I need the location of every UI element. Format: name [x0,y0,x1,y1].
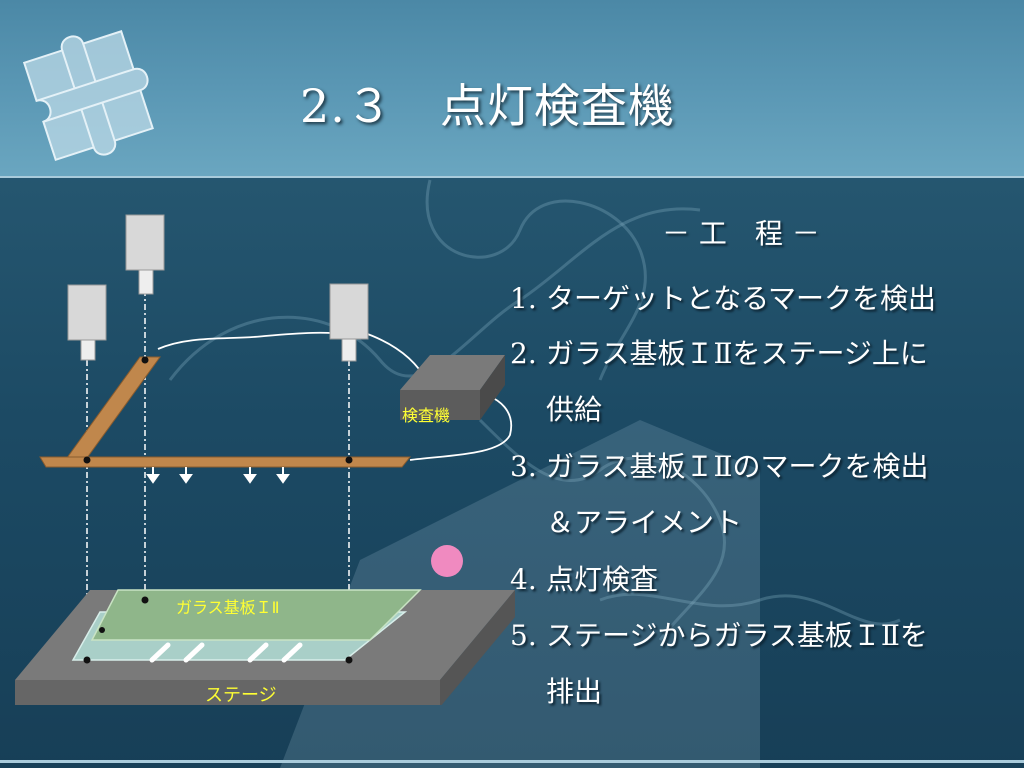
process-step-4: 4. 点灯検査 [510,558,658,598]
step-text-continued: 供給 [546,393,603,426]
step-text: ターゲットとなるマークを検出 [546,282,937,315]
glass-label: ガラス基板ＩⅡ [176,599,280,617]
step-text: 点灯検査 [546,563,659,596]
process-step-3: 3. ガラス基板ＩⅡのマークを検出 ＆アライメント [510,445,929,539]
step-text-continued: 排出 [546,675,603,708]
title-band [0,0,1024,178]
process-step-2: 2. ガラス基板ＩⅡをステージ上に 供給 [510,332,928,426]
stage-label: ステージ [205,685,277,705]
process-heading: － 工 程 － [662,217,820,250]
camera-icon [125,214,165,295]
step-number: 2. [510,337,537,370]
inspection-machine-diagram: 検査機 ガラス基板ＩⅡ ステージ [15,214,515,705]
step-text: ガラス基板ＩⅡをステージ上に [546,337,928,370]
inspector-box [400,355,505,420]
step-number: 3. [510,450,537,483]
step-text: ガラス基板ＩⅡのマークを検出 [546,450,929,483]
process-step-1: 1. ターゲットとなるマークを検出 [510,277,936,317]
step-text: ステージからガラス基板ＩⅡを [546,619,928,652]
step-number: 5. [510,619,537,652]
step-number: 4. [510,563,537,596]
camera-icon [329,283,369,362]
camera-icon [67,284,107,361]
pink-marker [431,545,463,577]
target-frame [39,356,412,468]
step-number: 1. [510,282,537,315]
puzzle-logo-icon [22,29,154,162]
slide-title: 2.３ 点灯検査機 [300,79,675,133]
bottom-divider [0,760,1024,763]
inspector-label: 検査機 [402,407,450,425]
glass-substrate-1 [90,589,422,641]
process-step-5: 5. ステージからガラス基板ＩⅡを 排出 [510,614,928,708]
step-text-continued: ＆アライメント [546,506,743,539]
